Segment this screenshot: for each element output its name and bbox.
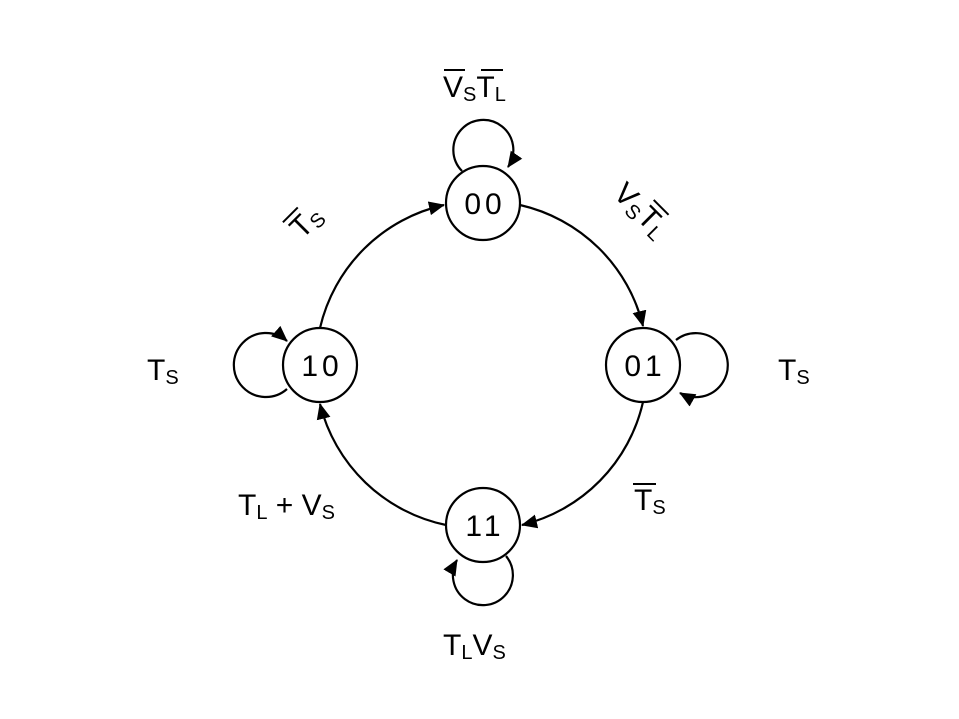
label-self-01: TS — [778, 354, 810, 389]
self-loop-00 — [452, 118, 523, 172]
svg-text:TS: TS — [634, 484, 666, 519]
state-node-00: 00 — [444, 164, 522, 242]
state-node-10: 10 — [281, 326, 359, 404]
state-label: 00 — [464, 188, 505, 221]
label-self-00: VSTL — [443, 69, 506, 106]
svg-text:VSTL: VSTL — [443, 71, 506, 106]
edge-11-to-10 — [316, 403, 447, 527]
label-00-to-01: VSTL — [607, 177, 670, 246]
label-self-11: TLVS — [443, 629, 506, 664]
svg-text:TS: TS — [284, 199, 331, 246]
state-label: 01 — [624, 350, 665, 383]
state-label: 11 — [465, 510, 504, 543]
label-01-to-11: TS — [633, 483, 666, 519]
edge-10-to-00 — [318, 201, 445, 329]
edge-01-to-11 — [521, 401, 645, 529]
label-10-to-00: TS — [282, 199, 331, 246]
state-label: 10 — [301, 350, 342, 383]
svg-text:TL + VS: TL + VS — [238, 489, 335, 524]
svg-text:TLVS: TLVS — [443, 629, 506, 664]
label-11-to-10: TL + VS — [238, 489, 335, 524]
state-node-11: 11 — [444, 486, 522, 564]
svg-text:TS: TS — [147, 354, 179, 389]
self-loop-11 — [443, 555, 514, 607]
self-loop-01 — [675, 332, 729, 407]
state-node-01: 01 — [604, 326, 682, 404]
svg-text:TS: TS — [778, 354, 810, 389]
label-self-10: TS — [147, 354, 179, 389]
self-loop-10 — [232, 325, 288, 399]
edge-00-to-01 — [519, 203, 647, 327]
